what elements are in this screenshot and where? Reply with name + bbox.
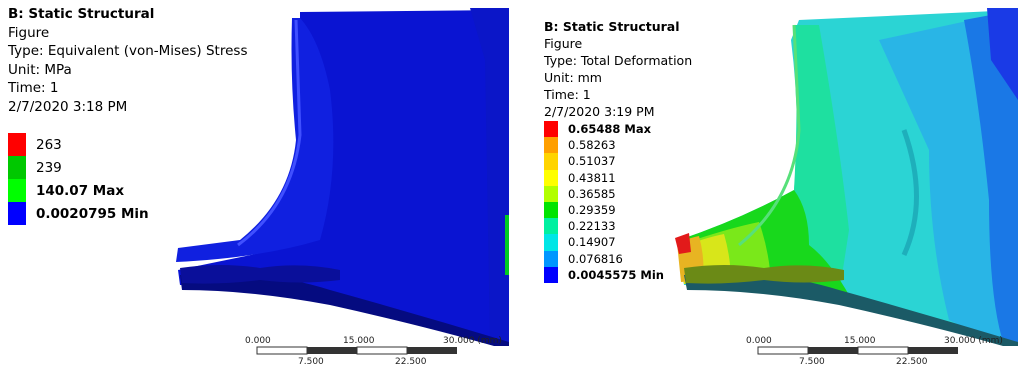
deform-zone-red [675, 233, 691, 254]
deform-column [987, 8, 1018, 100]
stress-time: Time: 1 [8, 80, 59, 96]
deform-zone-teal [709, 25, 849, 295]
deformation-legend-label: 0.22133 [568, 219, 616, 234]
deformation-legend-row: 0.36585 [544, 185, 664, 202]
deformation-legend-label: 0.14907 [568, 235, 616, 250]
deform-zone-blue [964, 10, 1018, 345]
deformation-scale-tick-22.5: 22.500 [896, 357, 928, 367]
stress-housing [178, 10, 509, 345]
stress-blade [176, 18, 334, 262]
deformation-legend-row: 0.58263 [544, 137, 664, 154]
stress-legend-swatch [8, 179, 26, 202]
deform-lower-shade [684, 273, 1018, 346]
deformation-scale-tick-30: 30.000 (mm) [944, 336, 1003, 346]
deform-contour-line [901, 129, 919, 257]
stress-legend-label: 239 [36, 159, 62, 176]
stress-legend-swatch [8, 156, 26, 179]
deformation-model-view [675, 8, 1018, 346]
deformation-time: Time: 1 [544, 87, 591, 102]
deformation-legend-label: 0.58263 [568, 138, 616, 153]
deformation-legend-swatch [544, 153, 558, 170]
deformation-legend-label: 0.0045575 Min [568, 267, 664, 282]
deformation-legend-swatch [544, 169, 558, 186]
deformation-panel: B: Static Structural Figure Type: Total … [509, 0, 1018, 367]
deformation-legend-swatch [544, 250, 558, 267]
deformation-scale-tick-7.5: 7.500 [799, 357, 825, 367]
deformation-legend-label: 0.076816 [568, 251, 623, 266]
stress-edge [237, 19, 302, 247]
deformation-scale-bar: 0.000 15.000 30.000 (mm) 7.500 22.500 [746, 336, 1011, 370]
stress-model-view [176, 8, 509, 346]
deformation-legend-label: 0.51037 [568, 154, 616, 169]
stress-legend-row: 263 [8, 133, 149, 156]
stress-hotspot-edge [505, 215, 509, 275]
deformation-legend-row: 0.51037 [544, 153, 664, 170]
stress-scale-graphic [256, 346, 457, 355]
stress-info-block: B: Static Structural Figure Type: Equiva… [8, 5, 247, 116]
stress-unit: Unit: MPa [8, 61, 72, 78]
deformation-legend-swatch [544, 121, 558, 138]
deformation-legend-row: 0.65488 Max [544, 121, 664, 138]
stress-lower-shade [180, 273, 509, 346]
deformation-figure-label: Figure [544, 36, 583, 51]
stress-legend: 263 239 140.07 Max 0.0020795 Min [8, 133, 149, 225]
stress-legend-swatch [8, 202, 26, 225]
deformation-legend-row: 0.0045575 Min [544, 266, 664, 283]
stress-legend-label: 263 [36, 136, 62, 153]
deformation-legend-swatch [544, 201, 558, 219]
stress-figure-label: Figure [8, 24, 50, 41]
deformation-legend-label: 0.36585 [568, 186, 616, 201]
deformation-legend-label: 0.43811 [568, 170, 616, 185]
deform-bottom-lip [684, 265, 844, 284]
deformation-legend-row: 0.14907 [544, 234, 664, 251]
stress-panel: B: Static Structural Figure Type: Equiva… [0, 0, 509, 367]
deformation-legend-row: 0.29359 [544, 201, 664, 219]
deformation-legend-row: 0.43811 [544, 169, 664, 186]
stress-bottom-lip [180, 265, 340, 284]
deformation-scale-tick-0: 0.000 [746, 336, 772, 346]
stress-type: Type: Equivalent (von-Mises) Stress [8, 43, 248, 59]
stress-scale-tick-30: 30.000 (mm) [443, 336, 502, 346]
stress-scale-tick-0: 0.000 [245, 336, 271, 346]
stress-scale-bar: 0.000 15.000 30.000 (mm) 7.500 22.500 [245, 336, 505, 370]
stress-column [470, 8, 509, 345]
deform-edge [738, 24, 801, 247]
deformation-legend-swatch [544, 137, 558, 154]
deformation-scale-graphic [757, 346, 958, 355]
stress-scale-tick-22.5: 22.500 [395, 357, 427, 367]
deformation-type: Type: Total Deformation [544, 53, 693, 68]
stress-scale-tick-7.5: 7.500 [298, 357, 324, 367]
deformation-scale-tick-15: 15.000 [844, 336, 876, 346]
stress-legend-swatch [8, 133, 26, 156]
stress-legend-label: 0.0020795 Min [36, 205, 149, 222]
deformation-legend-label: 0.29359 [568, 203, 616, 218]
deformation-legend-swatch [544, 218, 558, 235]
deformation-title: B: Static Structural [544, 19, 680, 34]
deformation-legend-swatch [544, 234, 558, 251]
deformation-legend-row: 0.076816 [544, 250, 664, 267]
deformation-legend-row: 0.22133 [544, 218, 664, 235]
stress-legend-label: 140.07 Max [36, 182, 125, 199]
stress-legend-row: 140.07 Max [8, 179, 149, 202]
deformation-legend-swatch [544, 185, 558, 202]
stress-title: B: Static Structural [8, 6, 155, 22]
deformation-legend-swatch [544, 266, 558, 283]
stress-date: 2/7/2020 3:18 PM [8, 98, 128, 115]
stress-scale-tick-15: 15.000 [343, 336, 375, 346]
stress-legend-row: 239 [8, 156, 149, 179]
stress-legend-row: 0.0020795 Min [8, 202, 149, 225]
deformation-date: 2/7/2020 3:19 PM [544, 104, 655, 119]
deformation-legend-label: 0.65488 Max [568, 122, 652, 137]
deformation-info-block: B: Static Structural Figure Type: Total … [544, 18, 692, 120]
deformation-unit: Unit: mm [544, 70, 602, 85]
